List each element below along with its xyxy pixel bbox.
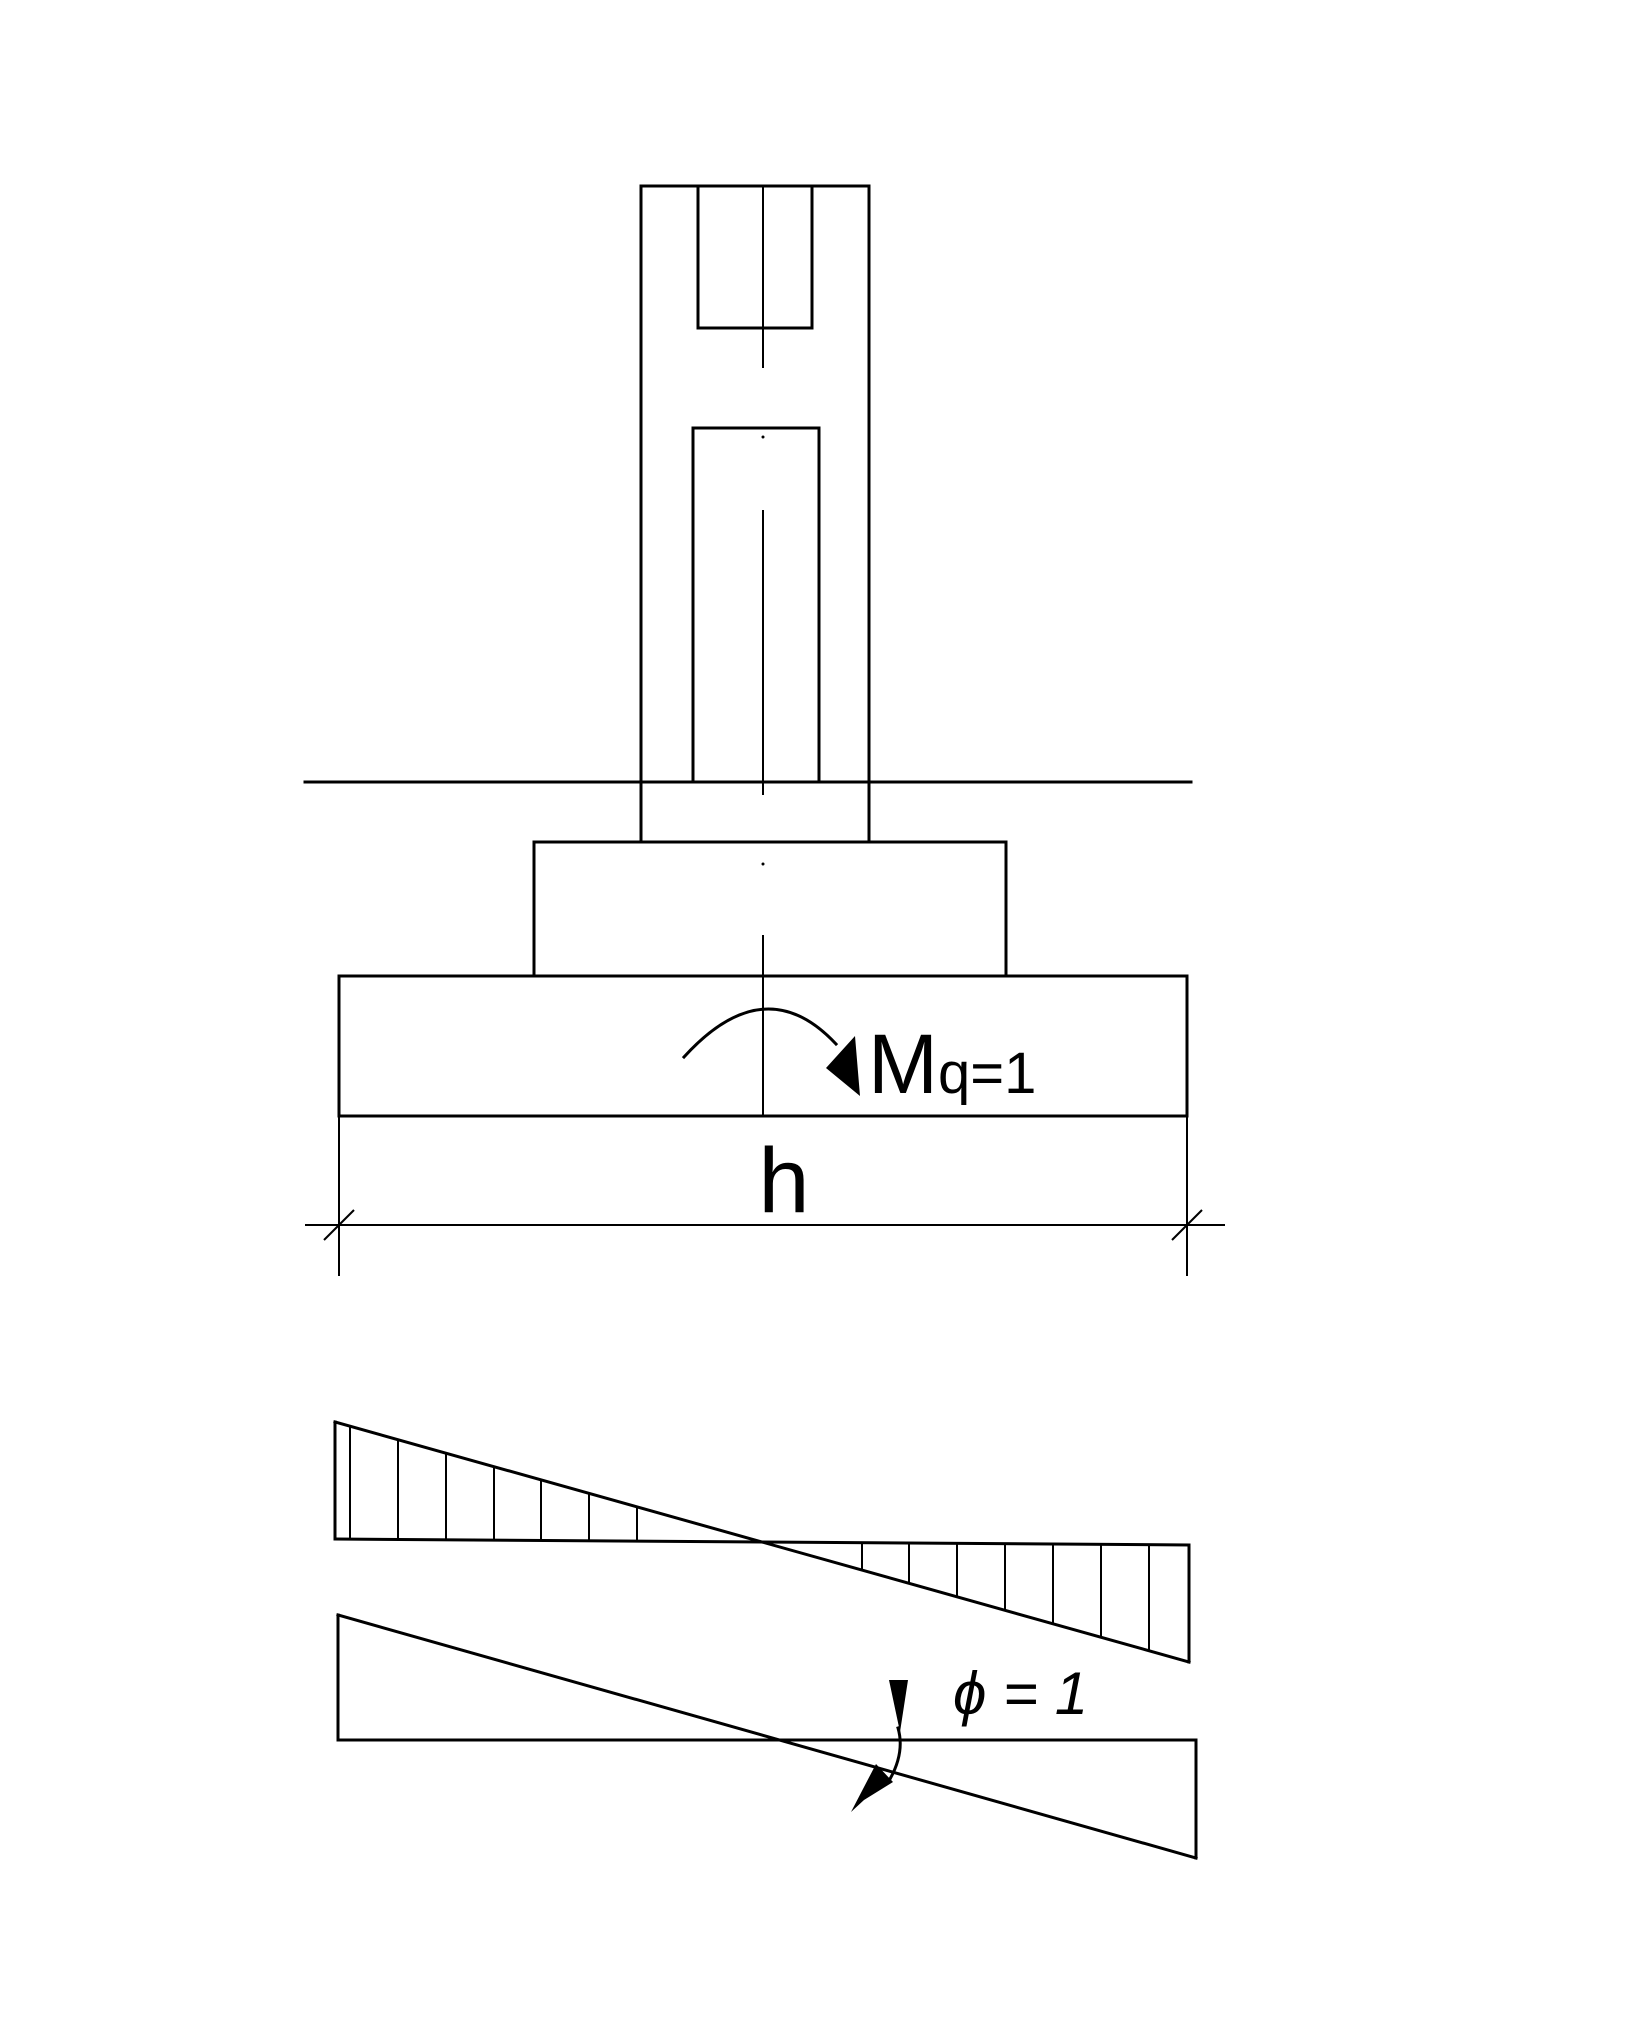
moment-arrow-icon [681,1007,860,1096]
width-dimension [305,1116,1225,1276]
column-top-socket [696,184,814,330]
moment-label-main: M [868,1017,938,1111]
pressure-hatching-left [349,1426,638,1541]
pressure-diagram [333,1420,1191,1664]
moment-label-subscript: q=1 [938,1041,1036,1106]
rotation-label: ϕ = 1 [953,1660,1088,1727]
column-outline [639,184,871,844]
pressure-hatching-right [861,1543,1150,1651]
width-label: h [758,1130,809,1232]
footing-upper-step [532,840,1008,978]
center-axis [761,186,765,1116]
foundation-elevation: Mq=1 h [303,184,1225,1276]
column-inner-recess [691,426,821,784]
moment-label: Mq=1 [868,1017,1036,1111]
rotation-diagram: ϕ = 1 [336,1613,1198,1860]
rotation-angle-icon [851,1680,908,1812]
